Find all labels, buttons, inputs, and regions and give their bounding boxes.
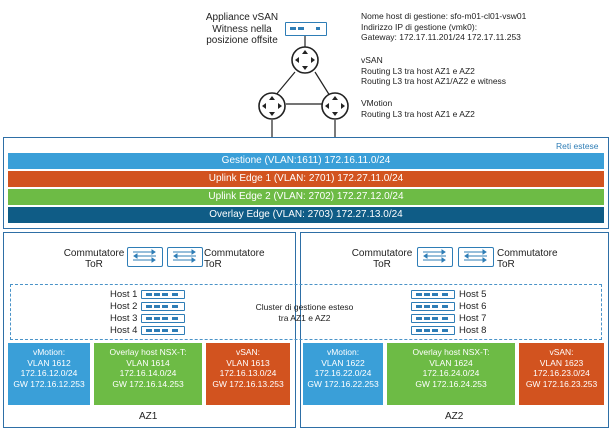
router-icon-top: [291, 46, 319, 74]
vmotion-routing-info: VMotion Routing L3 tra host AZ1 e AZ2: [361, 98, 475, 119]
router-icon-left: [258, 92, 286, 120]
server-icon: [141, 302, 185, 311]
az1-panel: [3, 232, 296, 428]
tor-switch-icon-az1-b: [167, 247, 203, 267]
server-icon: [411, 326, 455, 335]
network-bar-uplink-edge-1: Uplink Edge 1 (VLAN: 2701) 172.27.11.0/2…: [8, 171, 604, 187]
vlan-box-az1-overlay: Overlay host NSX-T:VLAN 1614 172.16.14.0…: [94, 343, 202, 405]
stretched-networks-panel: [3, 137, 609, 229]
az2-panel: [300, 232, 609, 428]
host-label: Host 8: [459, 325, 487, 336]
host-label: Host 3: [110, 313, 138, 324]
stretched-cluster-boundary: [10, 284, 602, 340]
host-label: Host 6: [459, 301, 487, 312]
host-label: Host 2: [110, 301, 138, 312]
tor-switch-icon-az1-a: [127, 247, 163, 267]
vsan-routing-info: vSAN Routing L3 tra host AZ1 e AZ2 Routi…: [361, 55, 507, 86]
server-icon: [411, 302, 455, 311]
router-topology: [258, 36, 349, 138]
witness-appliance-icon: [285, 22, 327, 36]
host-label: Host 7: [459, 313, 487, 324]
host-label: Host 5: [459, 289, 487, 300]
vlan-box-az2-overlay: Overlay host NSX-T:VLAN 1624 172.16.24.0…: [387, 343, 515, 405]
tor-switch-icon-az2-b: [458, 247, 494, 267]
tor-switch-icon-az2-a: [417, 247, 453, 267]
host-label: Host 4: [110, 325, 138, 336]
az1-label: AZ1: [139, 411, 158, 422]
network-bar-uplink-edge-2: Uplink Edge 2 (VLAN: 2702) 172.27.12.0/2…: [8, 189, 604, 205]
router-icon-right: [321, 92, 349, 120]
host-label: Host 1: [110, 289, 138, 300]
stretched-networks-title: Reti estese: [556, 141, 599, 151]
network-bar-gestione: Gestione (VLAN:1611) 172.16.11.0/24: [8, 153, 604, 169]
network-bar-overlay-edge: Overlay Edge (VLAN: 2703) 172.27.13.0/24: [8, 207, 604, 223]
server-icon: [141, 314, 185, 323]
server-icon: [411, 290, 455, 299]
witness-mgmt-info: Nome host di gestione: sfo-m01-cl01-vsw0…: [361, 11, 527, 42]
witness-label: Appliance vSAN Witness nella posizione o…: [205, 12, 279, 46]
az2-label: AZ2: [445, 411, 464, 422]
server-icon: [141, 326, 185, 335]
server-icon: [411, 314, 455, 323]
server-icon: [141, 290, 185, 299]
